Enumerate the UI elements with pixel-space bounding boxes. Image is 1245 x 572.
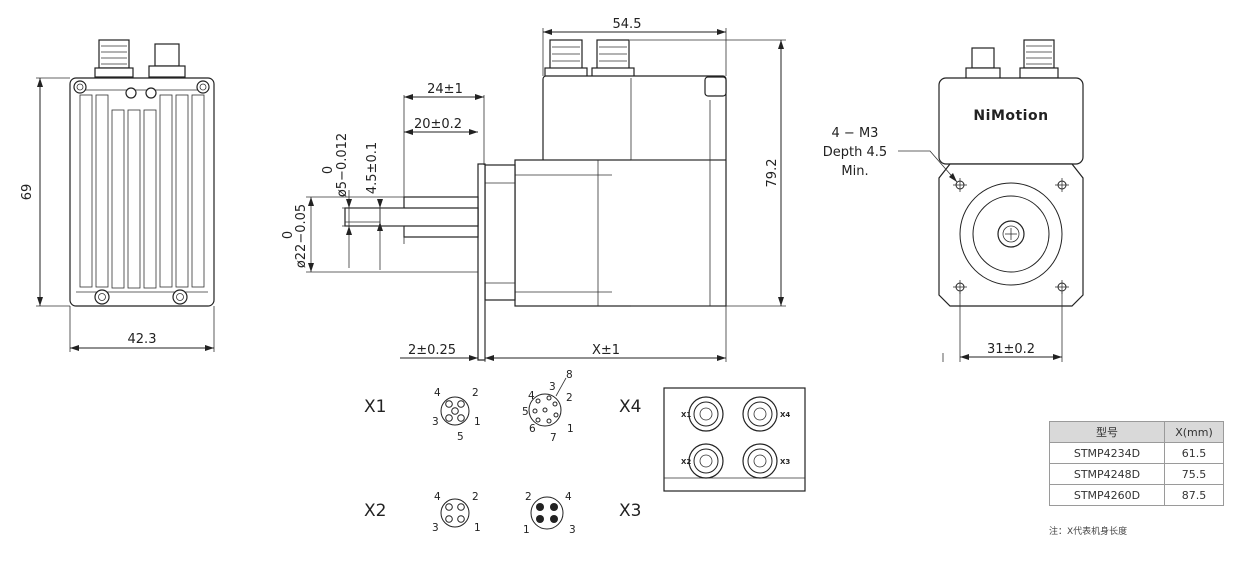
x4-pin: 5: [522, 406, 529, 418]
mount-note-line2: Depth 4.5: [823, 145, 887, 160]
table-row: STMP4260D 87.5: [1049, 484, 1224, 506]
dim-boss-diameter: ø22−0.05: [294, 204, 309, 268]
x1-pin: 4: [434, 387, 441, 399]
motor-flange: [484, 164, 516, 301]
screw-icon: [94, 289, 110, 305]
x4-pin: 2: [566, 392, 573, 404]
panel-connector-x1: X1: [681, 396, 724, 432]
panel-connector-x4: X4: [742, 396, 790, 432]
x4-pin: 6: [529, 423, 536, 435]
column-header-model: 型号: [1049, 421, 1165, 443]
x1-pin: 2: [472, 387, 479, 399]
mount-hole-icon: [953, 280, 967, 294]
drive-housing: [542, 75, 727, 163]
brand-logo: NiMotion: [973, 108, 1048, 124]
table-footnote: 注：X代表机身长度: [1049, 527, 1128, 537]
dim-shaft-diameter: ø5−0.012: [335, 133, 350, 197]
x4-pin: 4: [528, 390, 535, 402]
length-cell: 75.5: [1164, 463, 1224, 485]
motor-shaft: [344, 207, 479, 227]
x3-pin: 2: [525, 491, 532, 503]
pinout-x4: 4 3 8 2 5 6 7 1 X4: [522, 369, 641, 444]
x2-pin: 3: [432, 522, 439, 534]
x1-pin: 3: [432, 416, 439, 428]
x1-pin: 5: [457, 431, 464, 443]
front-view: 69 42.3: [20, 39, 215, 352]
x1-pin: 1: [474, 416, 481, 428]
panel-connector-x3: X3: [742, 443, 790, 479]
rear-connector-right: [1019, 39, 1059, 79]
rear-view: NiMotion 4 − M3 Depth 4.5 Min. 31±0.2: [823, 39, 1084, 362]
svg-text:X2: X2: [681, 458, 691, 466]
dim-boss-20: 20±0.2: [414, 117, 462, 132]
led-indicator: [125, 87, 137, 99]
dim-top-width: 54.5: [613, 17, 642, 32]
svg-text:X3: X3: [780, 458, 790, 466]
x2-label: X2: [364, 501, 386, 521]
table-header-row: 型号 X(mm): [1049, 421, 1224, 443]
dim-shaft-flat: 4.5±0.1: [365, 142, 380, 194]
front-connector-right: [148, 43, 186, 78]
x2-pin: 2: [472, 491, 479, 503]
table-row: STMP4248D 75.5: [1049, 463, 1224, 485]
svg-text:X4: X4: [780, 411, 790, 419]
connector-panel: X1 X4 X2 X3: [663, 387, 806, 492]
heatsink-fins: [76, 89, 208, 293]
svg-text:X1: X1: [681, 411, 691, 419]
x4-pin: 7: [550, 432, 557, 444]
length-cell: 87.5: [1164, 484, 1224, 506]
dim-mount-pitch: 31±0.2: [987, 342, 1035, 357]
dim-boss-24: 24±1: [427, 82, 463, 97]
length-cell: 61.5: [1164, 442, 1224, 464]
dim-front-height: 69: [20, 184, 35, 201]
side-view: 24±1 20±0.2 4.5±0.1 0 ø5−0.012 0 ø22−0.0…: [281, 17, 786, 362]
dim-front-width: 42.3: [128, 332, 157, 347]
mount-note-line3: Min.: [841, 164, 868, 179]
x3-pin: 3: [569, 524, 576, 536]
dim-shaft-tol-top: 0: [321, 166, 336, 174]
dim-side-height: 79.2: [765, 159, 780, 188]
pinout-x2: X2 4 2 3 1: [364, 491, 481, 534]
x3-pin: 4: [565, 491, 572, 503]
x2-pin: 1: [474, 522, 481, 534]
x2-pin: 4: [434, 491, 441, 503]
x4-pin: 8: [566, 369, 573, 381]
mount-note-line1: 4 − M3: [832, 126, 879, 141]
x4-pin: 1: [567, 423, 574, 435]
x4-label: X4: [619, 397, 641, 417]
dim-body-length: X±1: [592, 343, 620, 358]
rear-connector-left: [965, 47, 1001, 80]
model-cell: STMP4248D: [1049, 463, 1165, 485]
side-connector-1: [544, 39, 588, 78]
model-length-table: 型号 X(mm) STMP4234D 61.5 STMP4248D 75.5 S…: [1049, 421, 1224, 506]
model-cell: STMP4260D: [1049, 484, 1165, 506]
panel-connector-x2: X2: [681, 443, 724, 479]
x1-label: X1: [364, 397, 386, 417]
mount-hole-icon: [953, 178, 967, 192]
motor-body: [514, 159, 727, 307]
x3-pin: 1: [523, 524, 530, 536]
x4-pin: 3: [549, 381, 556, 393]
dim-flange: 2±0.25: [408, 343, 456, 358]
model-cell: STMP4234D: [1049, 442, 1165, 464]
mount-hole-icon: [1055, 280, 1069, 294]
front-body: [69, 77, 215, 307]
pinout-x1: X1 4 2 3 1 5: [364, 387, 481, 443]
screw-icon: [73, 80, 87, 94]
column-header-x: X(mm): [1164, 421, 1224, 443]
pinout-x3: 2 4 1 3 X3: [523, 491, 641, 536]
front-connector-left: [94, 39, 134, 78]
dim-boss-tol-top: 0: [281, 231, 296, 239]
x3-label: X3: [619, 501, 641, 521]
screw-icon: [172, 289, 188, 305]
table-row: STMP4234D 61.5: [1049, 442, 1224, 464]
mount-hole-icon: [1055, 178, 1069, 192]
side-connector-2: [591, 39, 635, 78]
screw-icon: [196, 80, 210, 94]
led-indicator: [145, 87, 157, 99]
